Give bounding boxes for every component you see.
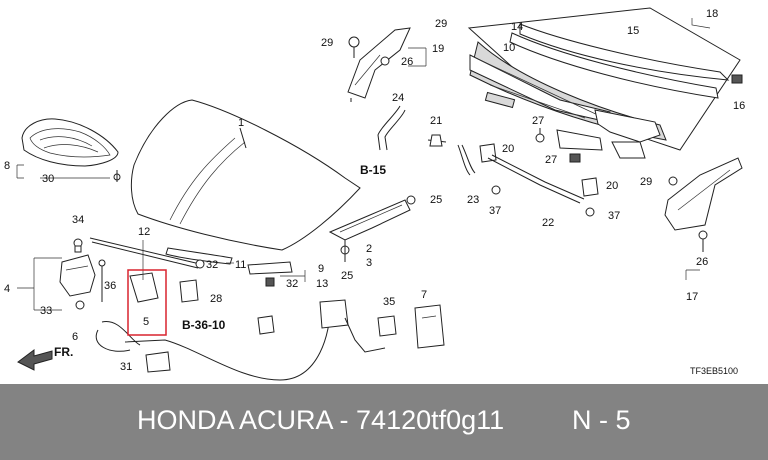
footer-bar: HONDA ACURA - 74120tf0g11 N - 5 <box>0 384 768 460</box>
label-9: 9 <box>318 263 324 275</box>
ref-b15: B-15 <box>360 163 386 177</box>
label-37b: 37 <box>608 210 620 222</box>
label-12: 12 <box>138 226 150 238</box>
label-28: 28 <box>210 293 222 305</box>
reference-text: N - 5 <box>572 405 631 435</box>
label-14: 14 <box>511 21 523 33</box>
label-32a: 32 <box>206 259 218 271</box>
label-13: 13 <box>316 278 328 290</box>
label-3: 3 <box>366 257 372 269</box>
label-31: 31 <box>120 361 132 373</box>
label-19: 19 <box>432 43 444 55</box>
label-29c: 29 <box>640 176 652 188</box>
label-20b: 20 <box>606 180 618 192</box>
label-23: 23 <box>467 194 479 206</box>
label-6: 6 <box>72 331 78 343</box>
cowl-assembly <box>467 7 743 163</box>
part-number-text: HONDA ACURA - 74120tf0g11 <box>137 405 505 435</box>
label-27b: 27 <box>545 154 557 166</box>
right-hinge-bracket <box>664 157 743 252</box>
hood-panel <box>130 99 361 251</box>
label-8: 8 <box>4 160 10 172</box>
label-16: 16 <box>733 100 745 112</box>
label-34: 34 <box>72 214 84 226</box>
label-1: 1 <box>238 117 244 129</box>
label-26b: 26 <box>696 256 708 268</box>
label-5: 5 <box>143 316 149 328</box>
hood-latch <box>59 237 293 310</box>
label-36: 36 <box>104 280 116 292</box>
highlight-box-part-5 <box>127 269 167 336</box>
callout-labels: 1 2 3 4 5 6 7 8 9 10 11 12 13 14 15 16 1… <box>4 8 745 376</box>
label-24: 24 <box>392 92 404 104</box>
label-11: 11 <box>235 259 246 271</box>
ref-b3610: B-36-10 <box>182 318 226 332</box>
label-4: 4 <box>4 283 10 295</box>
diagram-code: TF3EB5100 <box>690 366 738 376</box>
label-25b: 25 <box>341 270 353 282</box>
label-37a: 37 <box>489 205 501 217</box>
label-25a: 25 <box>430 194 442 206</box>
label-29b: 29 <box>435 18 447 30</box>
label-2: 2 <box>366 243 372 255</box>
label-22: 22 <box>542 217 554 229</box>
hood-hinge <box>328 195 416 262</box>
label-10: 10 <box>503 42 515 54</box>
front-arrow-icon <box>17 349 53 371</box>
upper-hinge-bracket <box>347 27 411 102</box>
label-18: 18 <box>706 8 718 20</box>
label-17: 17 <box>686 291 698 303</box>
label-21: 21 <box>430 115 442 127</box>
front-label: FR. <box>54 345 73 359</box>
parts-diagram: FR. 1 2 3 4 5 6 7 8 9 10 11 12 13 14 15 … <box>4 7 745 381</box>
label-7: 7 <box>421 289 427 301</box>
hood-insulator <box>21 118 121 182</box>
label-33: 33 <box>40 305 52 317</box>
label-30: 30 <box>42 173 54 185</box>
label-20a: 20 <box>502 143 514 155</box>
hood-release-cable <box>95 299 445 381</box>
leader-lines <box>16 18 711 311</box>
label-27a: 27 <box>532 115 544 127</box>
label-15: 15 <box>627 25 639 37</box>
label-32b: 32 <box>286 278 298 290</box>
washer-hoses <box>377 105 599 217</box>
label-35: 35 <box>383 296 395 308</box>
label-26a: 26 <box>401 56 413 68</box>
label-29a: 29 <box>321 37 333 49</box>
